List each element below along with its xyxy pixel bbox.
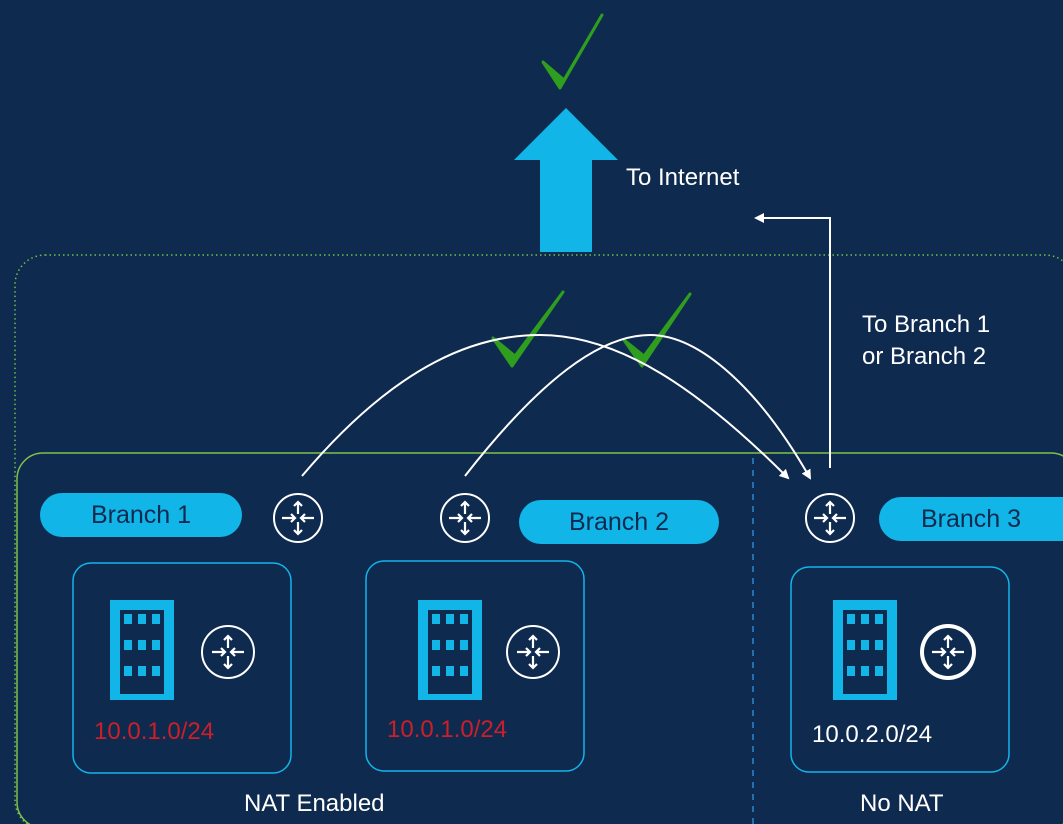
path-branch2-to-branch3 [464, 333, 811, 480]
branch-site-box [365, 560, 585, 772]
branch-2-label: Branch 2 [519, 500, 719, 544]
branch-3-label: Branch 3 [879, 497, 1063, 541]
checkmark-icon [622, 292, 692, 368]
router-icon [440, 493, 490, 543]
router-icon [805, 493, 855, 543]
return-path-label-line2: or Branch 2 [862, 343, 987, 370]
overlay-boundary [14, 254, 1063, 824]
return-path-label-line1: To Branch 1 [862, 311, 991, 338]
building-icon [833, 600, 897, 700]
path-branch3-to-internet [754, 213, 831, 468]
branch-1-subnet: 10.0.1.0/24 [94, 718, 215, 745]
no-nat-label: No NAT [860, 790, 944, 817]
nat-enabled-label: NAT Enabled [244, 790, 385, 817]
router-icon [920, 624, 976, 680]
path-branch1-to-branch3 [301, 333, 790, 480]
nat-region [16, 452, 1063, 824]
router-icon [201, 625, 255, 679]
router-icon [273, 493, 323, 543]
checkmark-icon [491, 290, 565, 368]
to-internet-label: To Internet [626, 164, 740, 191]
branch-3-subnet: 10.0.2.0/24 [812, 721, 933, 748]
branch-1-label: Branch 1 [40, 493, 242, 537]
up-arrow-icon [514, 108, 618, 252]
branch-2-subnet: 10.0.1.0/24 [387, 716, 508, 743]
branch-site-box [72, 562, 292, 774]
router-icon [506, 625, 560, 679]
branch-site-box [790, 566, 1010, 773]
checkmark-icon [541, 13, 604, 90]
building-icon [418, 600, 482, 700]
building-icon [110, 600, 174, 700]
